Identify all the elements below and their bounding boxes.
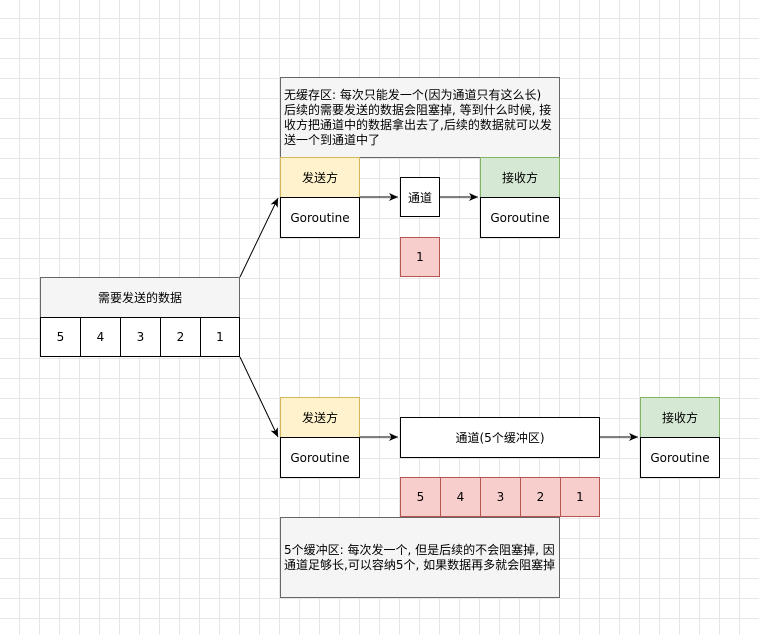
source-title-label: 需要发送的数据	[97, 291, 182, 305]
buffered-queue-item: 4	[440, 477, 481, 517]
unbuffered-receiver-goroutine: Goroutine	[480, 197, 560, 238]
buffered-queue-item: 5	[400, 477, 441, 517]
source-title: 需要发送的数据	[40, 277, 240, 318]
source-cell: 2	[160, 317, 201, 357]
buffered-sender-goroutine: Goroutine	[280, 437, 360, 478]
source-cell: 5	[40, 317, 81, 357]
unbuffered-channel: 通道	[400, 177, 440, 217]
buffered-channel: 通道(5个缓冲区)	[400, 417, 600, 458]
buffered-queue-item: 3	[480, 477, 521, 517]
buffered-sender-header: 发送方	[280, 397, 360, 438]
buffered-note: 5个缓冲区: 每次发一个, 但是后续的不会阻塞掉, 因通道足够长,可以容纳5个,…	[280, 517, 560, 598]
unbuffered-sender-goroutine: Goroutine	[280, 197, 360, 238]
buffered-queue-item: 1	[560, 477, 600, 517]
buffered-receiver-header: 接收方	[640, 397, 720, 438]
buffered-queue-item: 2	[520, 477, 561, 517]
source-cell: 3	[120, 317, 161, 357]
arrow-to-buffered-sender	[239, 356, 279, 438]
source-cell: 4	[80, 317, 121, 357]
arrow-to-unbuffered-sender	[239, 197, 279, 278]
source-cell: 1	[200, 317, 240, 357]
unbuffered-note: 无缓存区: 每次只能发一个(因为通道只有这么长) 后续的需要发送的数据会阻塞掉,…	[280, 77, 560, 158]
unbuffered-receiver-header: 接收方	[480, 157, 560, 198]
unbuffered-sender-header: 发送方	[280, 157, 360, 198]
buffered-receiver-goroutine: Goroutine	[640, 437, 720, 478]
unbuffered-queue-item: 1	[400, 237, 440, 277]
